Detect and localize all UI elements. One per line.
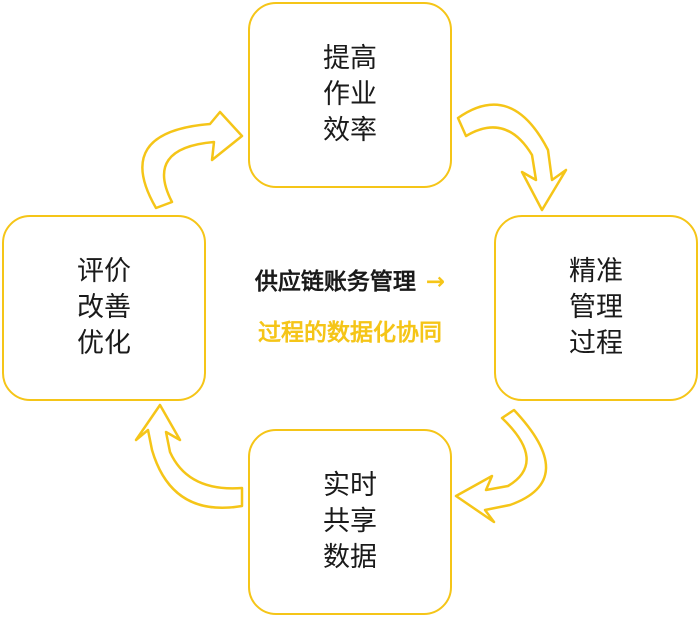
box-realtime-data-sharing: 实时 共享 数据 — [248, 429, 452, 615]
box-bottom-line-1: 实时 — [323, 470, 377, 501]
center-title-line-2: 过程的数据化协同 — [258, 320, 442, 346]
box-precise-management: 精准 管理 过程 — [494, 215, 698, 401]
curved-arrow-bottom-left — [134, 403, 244, 510]
box-left-line-2: 改善 — [77, 292, 131, 323]
curved-arrow-top-right — [456, 103, 568, 212]
right-arrow-icon: → — [425, 269, 446, 295]
center-title-line-1: 供应链账务管理 → — [210, 262, 490, 296]
box-evaluate-improve: 评价 改善 优化 — [2, 215, 206, 401]
box-right-line-2: 管理 — [569, 292, 623, 323]
box-left-line-1: 评价 — [77, 256, 131, 287]
curved-arrow-right-bottom — [454, 408, 548, 524]
box-improve-efficiency: 提高 作业 效率 — [248, 2, 452, 188]
box-top-line-2: 作业 — [323, 79, 377, 110]
box-left-line-3: 优化 — [77, 328, 131, 359]
center-title-text: 供应链账务管理 — [254, 269, 416, 295]
box-top-line-1: 提高 — [323, 43, 377, 74]
box-right-line-1: 精准 — [569, 256, 623, 287]
curved-arrow-left-top — [141, 110, 244, 210]
box-bottom-line-3: 数据 — [323, 542, 377, 573]
box-right-line-3: 过程 — [569, 328, 623, 359]
box-top-line-3: 效率 — [323, 115, 377, 146]
box-bottom-line-2: 共享 — [323, 506, 377, 537]
